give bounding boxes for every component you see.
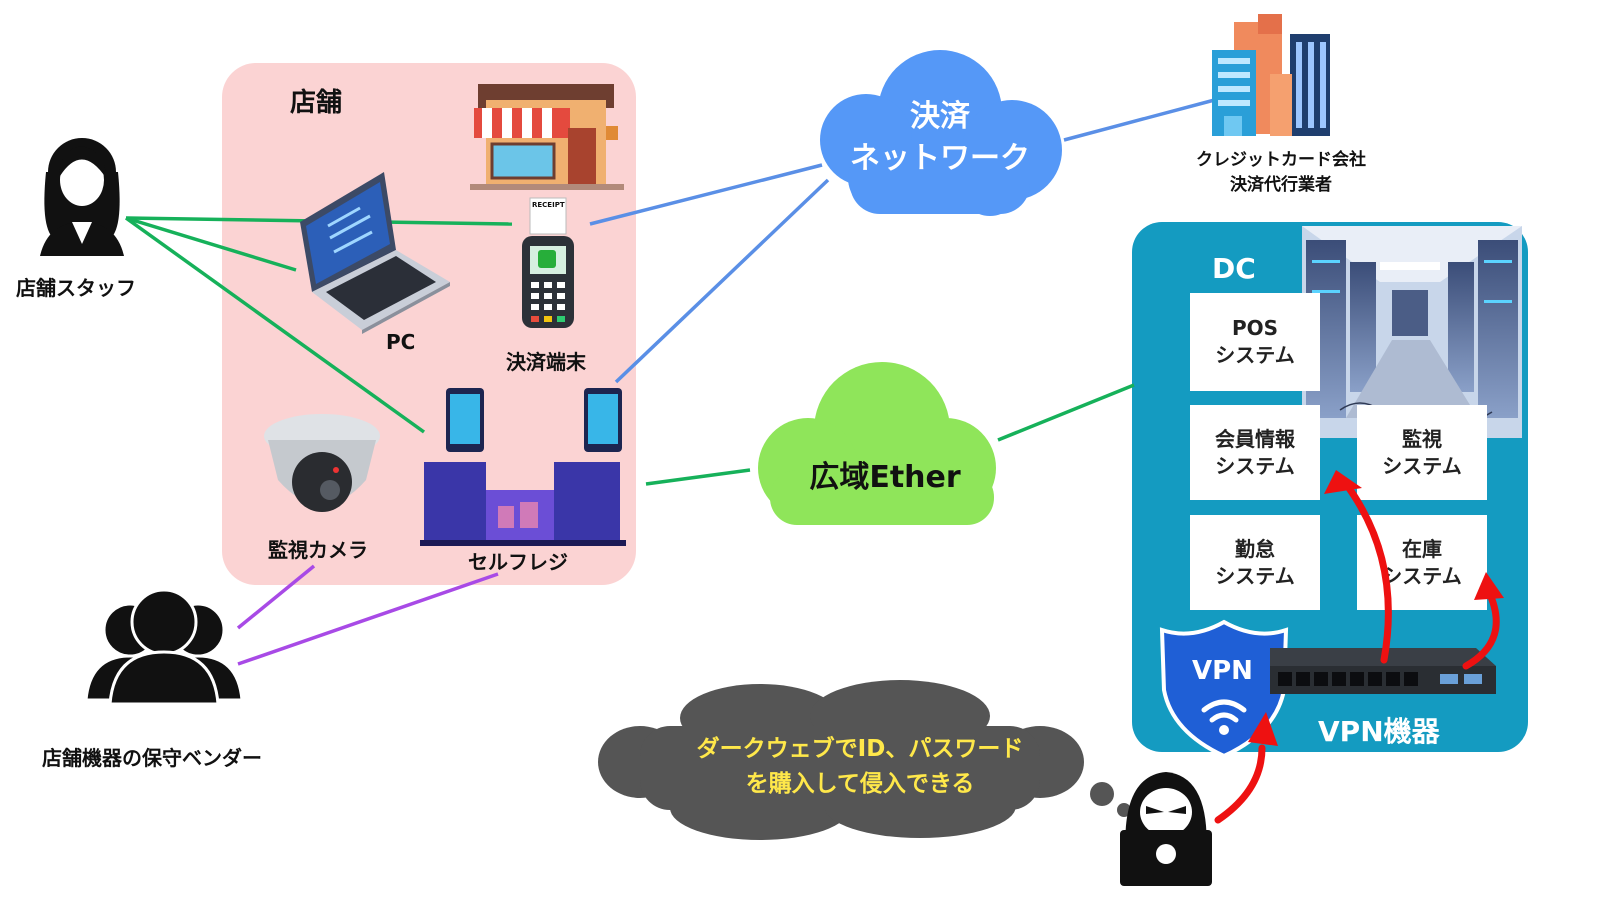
monitoring-system-box: 監視システム [1357, 405, 1487, 500]
selfreg-label: セルフレジ [468, 550, 568, 574]
vendor-lines [236, 564, 499, 666]
attacker-speech-bubble [598, 680, 1131, 840]
laptop-icon [300, 172, 450, 334]
office-buildings-icon [1212, 14, 1330, 136]
payment-lines [589, 96, 1223, 384]
attendance-system-box: 勤怠システム [1190, 515, 1320, 610]
receipt-label: RECEIPT [532, 201, 565, 209]
vendor-group-icon [84, 588, 244, 706]
self-checkout-icon [420, 388, 626, 546]
wan-label: 広域Ether [809, 460, 961, 495]
pc-label: PC [386, 330, 416, 354]
inventory-system-box: 在庫システム [1357, 515, 1487, 610]
attack-arrowheads [1248, 470, 1504, 746]
camera-label: 監視カメラ [268, 538, 368, 562]
payment-terminal-icon [522, 197, 574, 328]
wan-dc-line [997, 383, 1135, 442]
network-switch-icon [1270, 648, 1496, 694]
store-building-icon [470, 84, 624, 190]
vendor-label: 店舗機器の保守ベンダー [42, 746, 262, 770]
card-company-label: クレジットカード会社 決済代行業者 [1196, 150, 1366, 195]
attack-arrows [1214, 480, 1500, 824]
vpn-device-label: VPN機器 [1318, 715, 1440, 748]
wan-cloud [758, 362, 996, 525]
vpn-badge-label: VPN [1192, 656, 1253, 686]
security-camera-icon [264, 414, 380, 512]
hacker-icon [1120, 772, 1212, 886]
selfreg-wan-line [645, 468, 751, 486]
payment-network-cloud [820, 50, 1062, 216]
dc-title: DC [1212, 252, 1256, 285]
payment-network-label: 決済 ネットワーク [850, 99, 1030, 176]
vpn-shield-icon [1159, 619, 1289, 759]
terminal-label: 決済端末 [506, 350, 586, 374]
attacker-bubble-text: ダークウェブでID、パスワード を購入して侵入できる [696, 736, 1024, 797]
member-info-system-box: 会員情報システム [1190, 405, 1320, 500]
staff-label: 店舗スタッフ [16, 276, 136, 300]
staff-person-icon [40, 138, 124, 256]
store-title: 店舗 [290, 88, 343, 118]
